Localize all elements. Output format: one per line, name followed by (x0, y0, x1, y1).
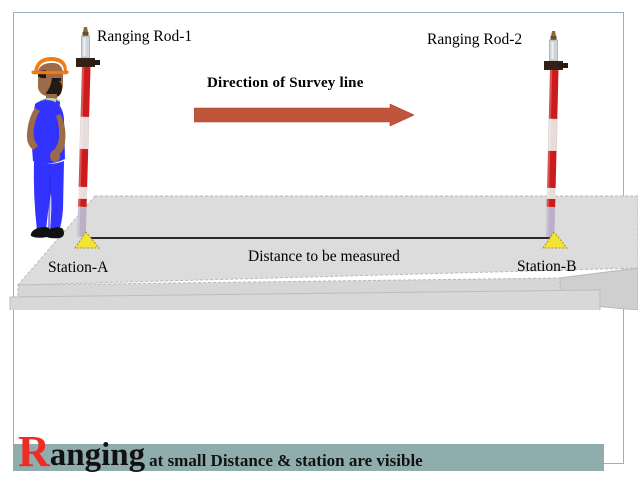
title-subtitle: at small Distance & station are visible (149, 451, 423, 470)
survey-line-between-stations (88, 237, 554, 239)
label-direction-of-survey-line: Direction of Survey line (207, 75, 364, 91)
title-word: anging (49, 437, 146, 473)
label-distance-to-be-measured: Distance to be measured (248, 248, 400, 265)
ranging-rod-2 (538, 31, 572, 249)
rod-base-plate (74, 231, 101, 249)
ground-slab (0, 190, 638, 310)
label-station-a: Station-A (48, 259, 109, 276)
rod-base-plate (542, 231, 569, 249)
label-ranging-rod-2: Ranging Rod-2 (427, 31, 523, 48)
arrow-shape (193, 103, 415, 127)
label-station-b: Station-B (517, 258, 577, 275)
surveyor-figure (16, 56, 82, 248)
label-ranging-rod-1: Ranging Rod-1 (97, 28, 193, 45)
slab-top-surface (16, 195, 638, 286)
direction-arrow (193, 103, 415, 130)
title-drop-cap: R (18, 426, 50, 476)
slab-lower-band (9, 289, 601, 310)
title-banner (13, 444, 604, 471)
slide-title: R anging at small Distance & station are… (18, 424, 618, 476)
ranging-rod-1 (70, 27, 104, 249)
